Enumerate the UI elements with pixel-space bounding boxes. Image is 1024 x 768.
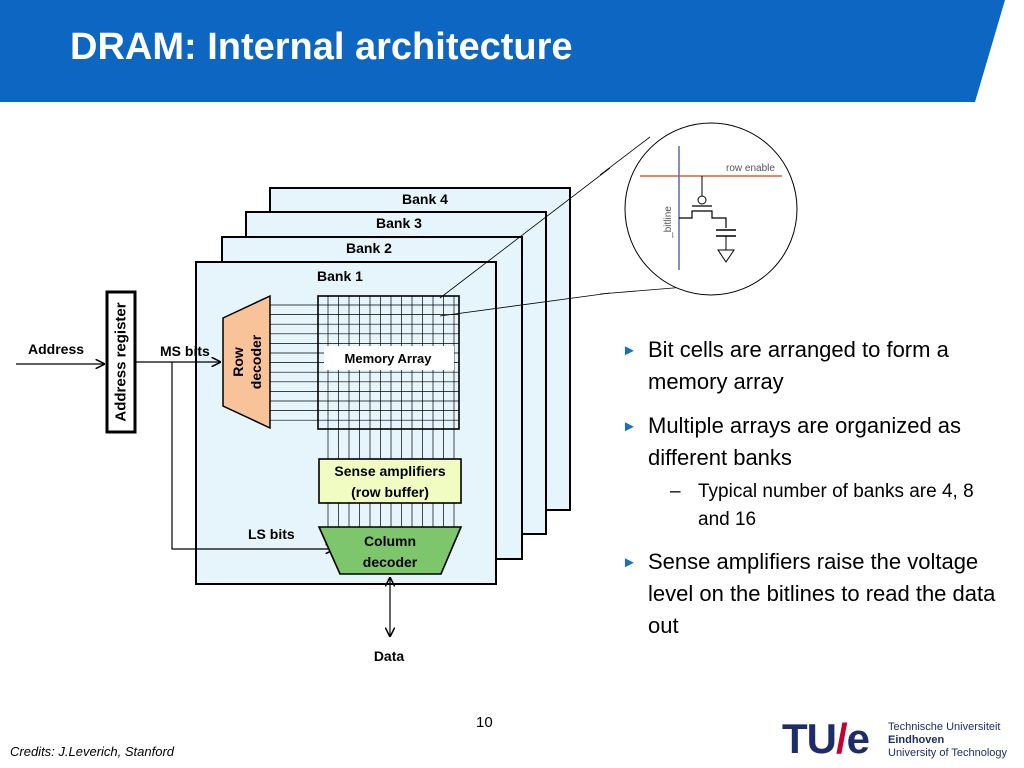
page-number: 10 xyxy=(476,714,493,731)
bullet-arrow-icon: ► xyxy=(622,554,637,571)
sub-bullet-text: Typical number of banks are 4, 8 and 16 xyxy=(698,481,974,530)
dram-diagram: Bank 4 Bank 3 Bank 2 Bank 1 Address Addr… xyxy=(16,167,610,664)
column-decoder xyxy=(317,526,463,575)
cell-callout: row enable _bitline xyxy=(600,122,798,296)
university-logo: TU/e Technische Universiteit Eindhoven U… xyxy=(782,714,1018,764)
bullet-item-2: ► Multiple arrays are organized as diffe… xyxy=(620,410,1000,534)
zoom-line-top-ext xyxy=(600,136,651,176)
column-decoder-label-1: Column xyxy=(364,533,416,549)
bullet-text: Sense amplifiers raise the voltage level… xyxy=(648,549,996,638)
transistor-channel xyxy=(679,210,727,228)
memory-array-label-bg xyxy=(324,346,454,370)
memory-array-label: Memory Array xyxy=(345,351,433,366)
bullet-item-3: ► Sense amplifiers raise the voltage lev… xyxy=(620,546,1000,642)
bullet-text: Bit cells are arranged to form a memory … xyxy=(648,337,949,394)
zoom-line-top xyxy=(439,167,610,299)
bullet-list: ► Bit cells are arranged to form a memor… xyxy=(620,334,1000,654)
address-label: Address xyxy=(28,341,84,357)
logo-text: Technische Universiteit Eindhoven Univer… xyxy=(888,721,1007,760)
bank-4-label: Bank 4 xyxy=(402,191,448,207)
title-bar: DRAM: Internal architecture xyxy=(0,0,1024,102)
memory-array-border xyxy=(317,295,460,430)
slide-title: DRAM: Internal architecture xyxy=(70,26,573,68)
address-register xyxy=(105,290,137,434)
credits: Credits: J.Leverich, Stanford xyxy=(10,744,175,759)
data-label: Data xyxy=(374,648,405,664)
bank-1-label: Bank 1 xyxy=(317,268,363,284)
bit-lines xyxy=(327,296,455,527)
logo-line-2: Eindhoven xyxy=(888,734,945,746)
sub-bullet-item: – Typical number of banks are 4, 8 and 1… xyxy=(648,478,1000,534)
title-bar-background xyxy=(0,0,1005,102)
ls-bits-label: LS bits xyxy=(248,526,295,542)
logo-line-1: Technische Universiteit xyxy=(888,721,1001,733)
row-enable-label: row enable xyxy=(726,163,775,174)
row-decoder xyxy=(222,294,271,430)
bullet-arrow-icon: ► xyxy=(622,418,637,435)
ground-symbol xyxy=(717,249,735,263)
sense-amplifiers-label-1: Sense amplifiers xyxy=(334,463,445,479)
row-decoder-label-1: Row xyxy=(230,347,246,377)
bank-3-label: Bank 3 xyxy=(376,215,422,231)
gate-bubble xyxy=(697,195,707,205)
ls-bits-wire xyxy=(171,362,334,549)
column-decoder-label-2: decoder xyxy=(363,554,418,570)
sense-amplifiers-label-2: (row buffer) xyxy=(351,484,429,500)
logo-line-3: University of Technology xyxy=(888,747,1008,759)
address-register-label: Address register xyxy=(113,302,130,421)
bullet-item-1: ► Bit cells are arranged to form a memor… xyxy=(620,334,1000,398)
bank-2-label: Bank 2 xyxy=(346,240,392,256)
sense-amplifiers xyxy=(318,458,462,504)
bullet-text: Multiple arrays are organized as differe… xyxy=(648,413,962,470)
logo-mark-slash: / xyxy=(836,715,848,762)
dash-icon: – xyxy=(670,481,681,502)
ms-bits-label: MS bits xyxy=(160,343,210,359)
logo-mark-left: TU xyxy=(782,715,837,762)
zoom-line-bottom xyxy=(439,292,610,317)
bitline-label: _bitline xyxy=(663,206,674,239)
cell-circle xyxy=(624,122,798,296)
logo-mark: TU/e xyxy=(782,714,870,764)
logo-mark-right: e xyxy=(846,715,870,762)
row-decoder-label-2: decoder xyxy=(248,334,264,389)
bullet-arrow-icon: ► xyxy=(622,342,637,359)
